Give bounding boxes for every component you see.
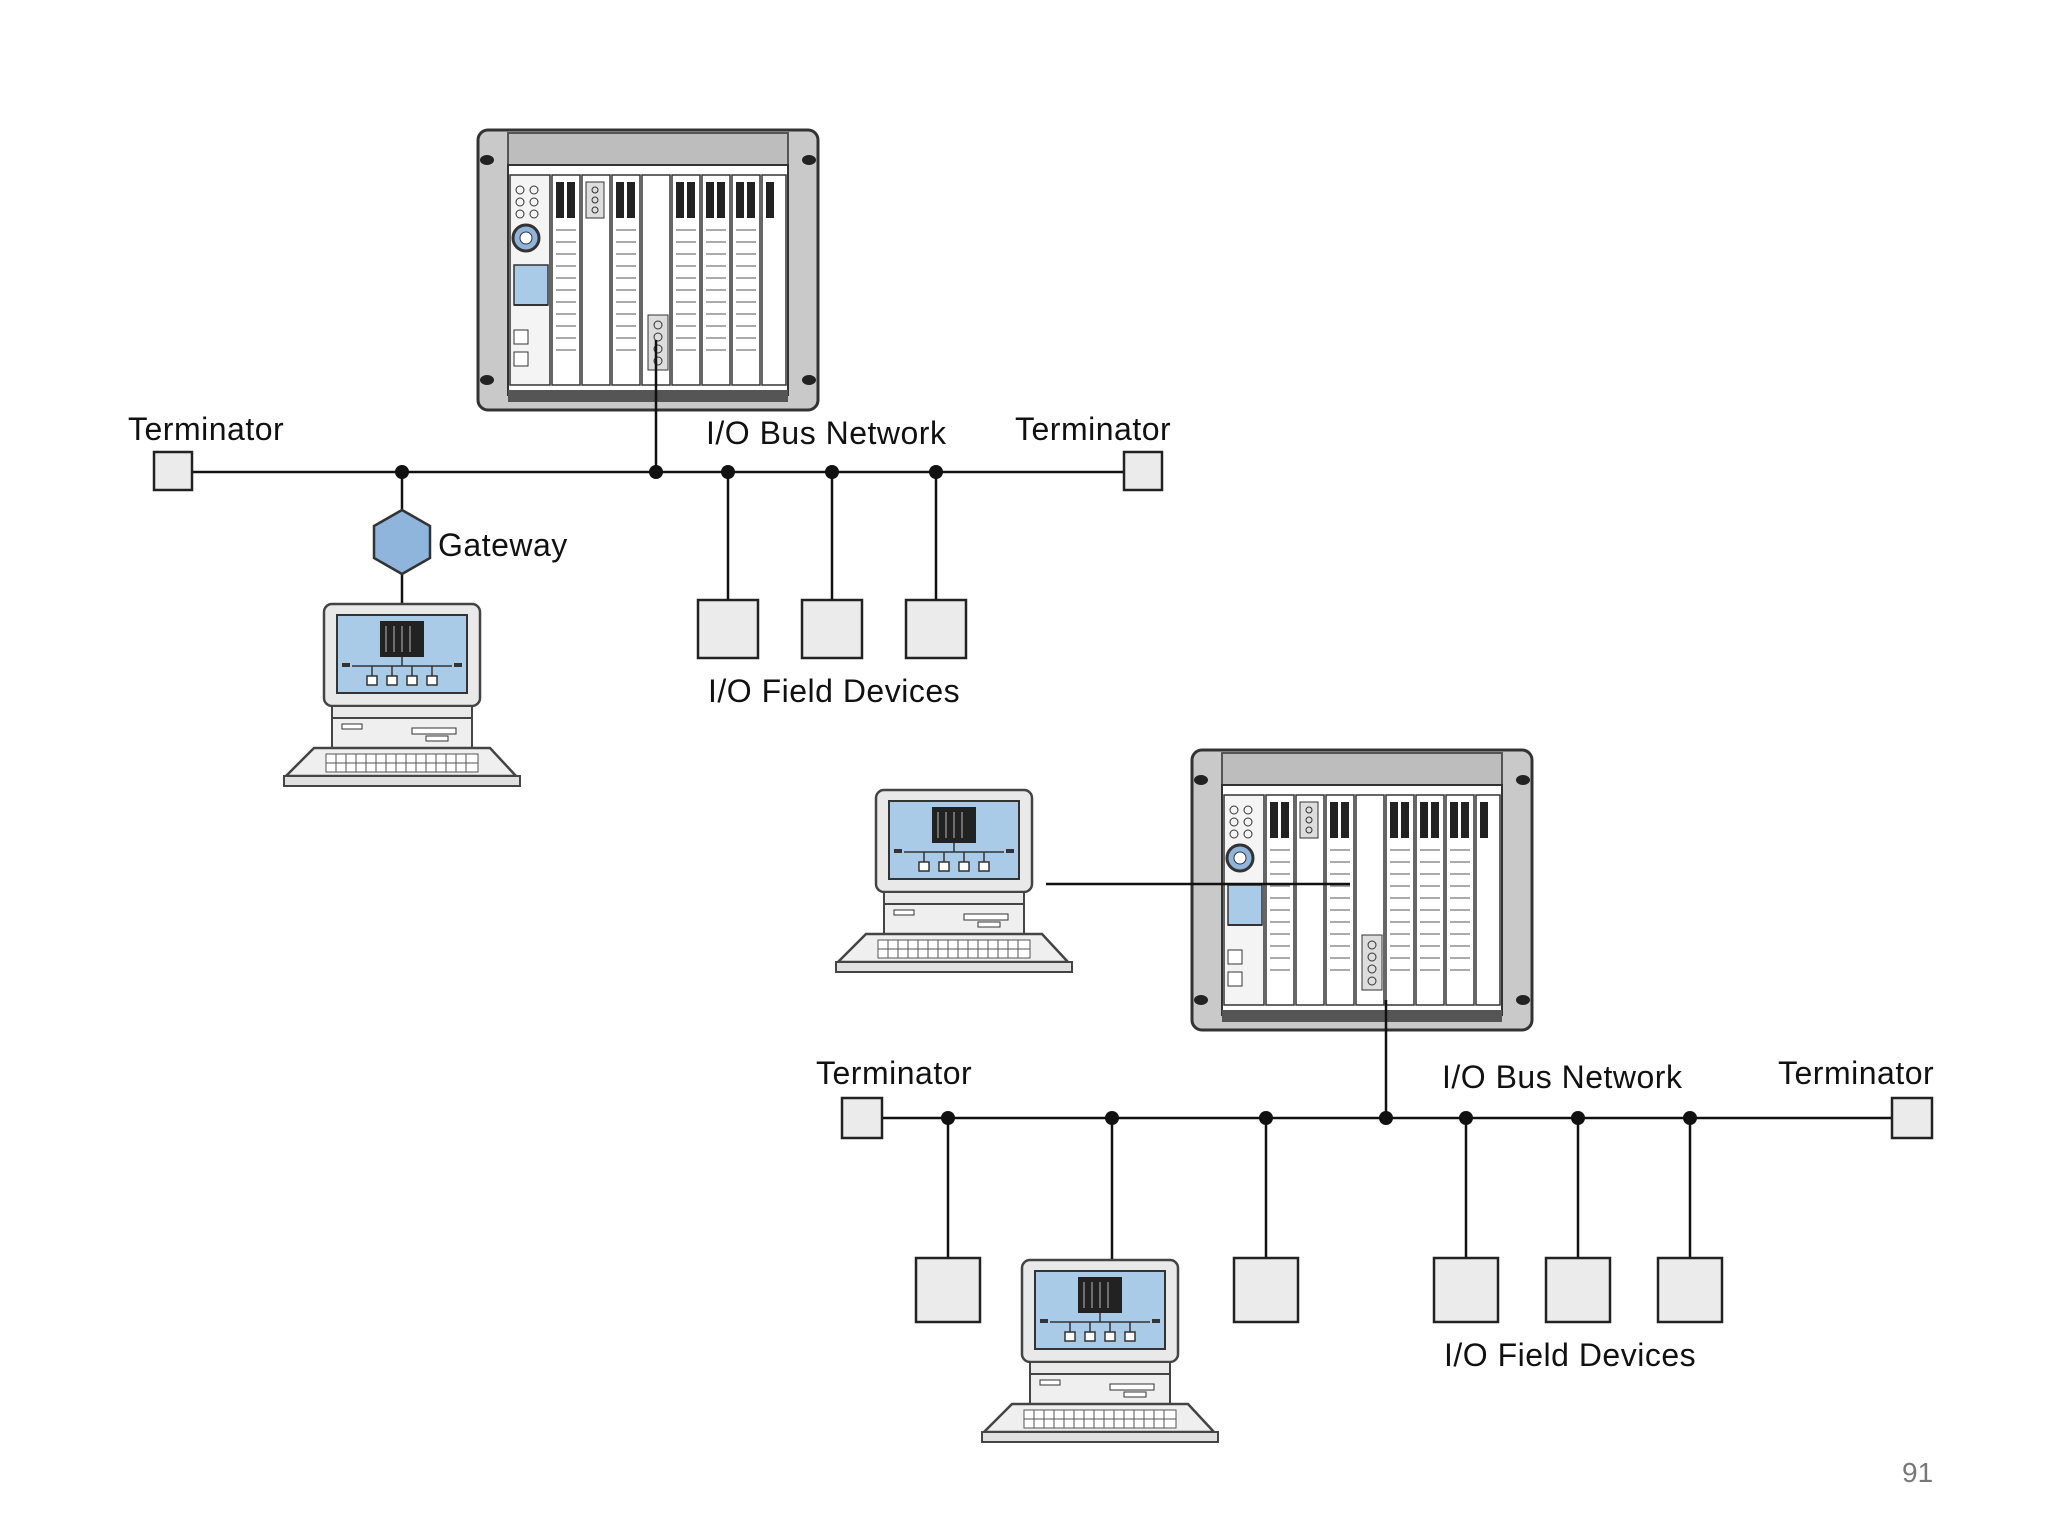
top-field-devices-label: I/O Field Devices [708, 673, 960, 709]
bottom-field-device-3-icon [1432, 1256, 1500, 1324]
top-node-device-1 [721, 465, 735, 479]
top-computer-terminal-icon [282, 602, 522, 788]
bottom-bus-network-label: I/O Bus Network [1442, 1059, 1683, 1095]
top-gateway-label: Gateway [438, 527, 568, 563]
bottom-node-device-3 [1459, 1111, 1473, 1125]
bottom-field-device-4-icon [1544, 1256, 1612, 1324]
bottom-field-devices-label: I/O Field Devices [1444, 1337, 1696, 1373]
top-terminator-left-icon [152, 450, 194, 492]
gateway-hexagon-icon [372, 508, 432, 576]
top-plc-rack-icon [476, 128, 820, 412]
bottom-node-rack [1379, 1111, 1393, 1125]
bottom-node-device-2 [1259, 1111, 1273, 1125]
bottom-field-device-5-icon [1656, 1256, 1724, 1324]
bottom-computer-terminal-lower-icon [980, 1258, 1220, 1444]
bottom-terminator-right-icon [1890, 1096, 1934, 1140]
bottom-network: Terminator Terminator I/O Bus Network I/… [816, 748, 1934, 1444]
top-field-device-3-icon [904, 598, 968, 660]
top-node-gateway [395, 465, 409, 479]
bottom-node-device-4 [1571, 1111, 1585, 1125]
top-field-device-2-icon [800, 598, 864, 660]
top-terminator-left-label: Terminator [128, 411, 284, 447]
top-terminator-right-label: Terminator [1015, 411, 1171, 447]
top-field-device-1-icon [696, 598, 760, 660]
page-number: 91 [1902, 1457, 1933, 1488]
bottom-node-device-1 [941, 1111, 955, 1125]
bottom-node-pc [1105, 1111, 1119, 1125]
top-bus-network-label: I/O Bus Network [706, 415, 947, 451]
bottom-plc-rack-icon [1190, 748, 1534, 1032]
bottom-computer-terminal-upper-icon [834, 788, 1074, 974]
bottom-node-device-5 [1683, 1111, 1697, 1125]
bottom-terminator-right-label: Terminator [1778, 1055, 1934, 1091]
bottom-field-device-1-icon [914, 1256, 982, 1324]
top-node-device-3 [929, 465, 943, 479]
top-network: Terminator Terminator I/O Bus Network Ga… [128, 128, 1171, 788]
top-node-device-2 [825, 465, 839, 479]
bottom-terminator-left-label: Terminator [816, 1055, 972, 1091]
top-node-rack [649, 465, 663, 479]
bottom-field-device-2-icon [1232, 1256, 1300, 1324]
bottom-terminator-left-icon [840, 1096, 884, 1140]
top-terminator-right-icon [1122, 450, 1164, 492]
